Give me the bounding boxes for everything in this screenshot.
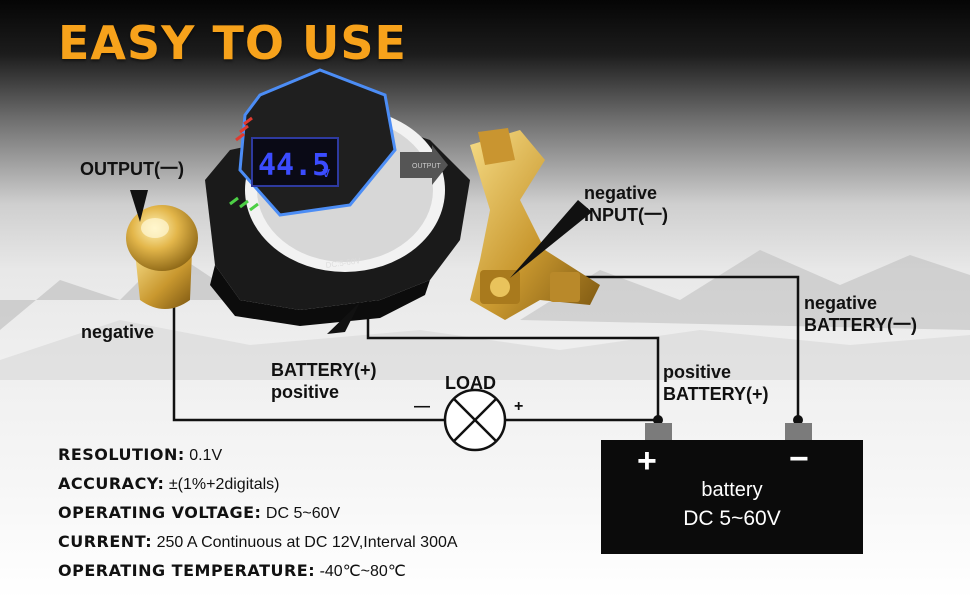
output-arrow-icon bbox=[400, 145, 448, 185]
output-negative-label: OUTPUT(一) bbox=[80, 159, 184, 179]
spec-key: OPERATING TEMPERATURE: bbox=[58, 561, 316, 580]
negative-input-line2: INPUT(一) bbox=[584, 205, 668, 225]
spec-row: OPERATING VOLTAGE: DC 5~60V bbox=[58, 502, 458, 531]
positive-battery-line2: BATTERY(+) bbox=[663, 384, 769, 404]
battery-plus-sign: + bbox=[637, 442, 657, 480]
spec-key: CURRENT: bbox=[58, 532, 153, 551]
voltage-bar-green bbox=[229, 196, 259, 212]
spec-list: RESOLUTION: 0.1V ACCURACY: ±(1%+2digital… bbox=[58, 444, 458, 589]
voltage-bar-red bbox=[235, 116, 253, 142]
pointer-arrows bbox=[130, 190, 592, 334]
battery-minus-sign: − bbox=[789, 440, 809, 478]
battery-plus-line1: BATTERY(+) bbox=[271, 360, 377, 380]
spec-value: 250 A Continuous at DC 12V,Interval 300A bbox=[156, 534, 458, 551]
load-lamp-icon bbox=[443, 388, 507, 452]
battery-plus-node bbox=[653, 415, 663, 425]
output-pointer-arrow bbox=[130, 190, 148, 222]
battery-positive-terminal bbox=[645, 423, 672, 441]
negative-battery-wire bbox=[545, 275, 800, 420]
spec-value: -40℃~80℃ bbox=[319, 563, 406, 580]
spec-value: ±(1%+2digitals) bbox=[168, 476, 280, 493]
battery-disconnect-switch bbox=[205, 68, 470, 326]
headline: EASY TO USE bbox=[58, 16, 407, 70]
negative-battery-line1: negative bbox=[804, 293, 878, 313]
battery-rating: DC 5~60V bbox=[683, 507, 781, 530]
spec-key: OPERATING VOLTAGE: bbox=[58, 503, 262, 522]
output-terminal-post bbox=[126, 205, 198, 309]
spec-value: 0.1V bbox=[189, 447, 223, 464]
battery-minus-node bbox=[793, 415, 803, 425]
negative-battery-line2: BATTERY(一) bbox=[804, 315, 917, 335]
positive-battery-label: positive BATTERY(+) bbox=[663, 361, 769, 405]
spec-value: DC 5~60V bbox=[265, 505, 341, 522]
spec-row: RESOLUTION: 0.1V bbox=[58, 444, 458, 473]
spec-row: CURRENT: 250 A Continuous at DC 12V,Inte… bbox=[58, 531, 458, 560]
spec-key: ACCURACY: bbox=[58, 474, 165, 493]
battery: + − battery DC 5~60V bbox=[601, 440, 863, 554]
device-display-unit: v bbox=[322, 165, 330, 181]
negative-input-label: negative INPUT(一) bbox=[584, 182, 668, 226]
negative-left-label: negative bbox=[81, 322, 155, 342]
load-minus-label: — bbox=[414, 398, 430, 415]
battery-negative-terminal bbox=[785, 423, 812, 441]
spec-key: RESOLUTION: bbox=[58, 445, 185, 464]
wires bbox=[172, 252, 800, 422]
negative-battery-label: negative BATTERY(一) bbox=[804, 292, 917, 336]
spec-row: OPERATING TEMPERATURE: -40℃~80℃ bbox=[58, 560, 458, 589]
positive-battery-line1: positive bbox=[663, 362, 732, 382]
device-display-value: 44.5 bbox=[258, 148, 330, 183]
battery-plus-pointer-arrow bbox=[327, 302, 360, 334]
spec-row: ACCURACY: ±(1%+2digitals) bbox=[58, 473, 458, 502]
input-battery-clamp bbox=[470, 128, 600, 320]
battery-plus-line2: positive bbox=[271, 382, 340, 402]
load-label: LOAD bbox=[445, 373, 496, 393]
battery-plus-label: BATTERY(+) positive bbox=[271, 359, 377, 403]
load-plus-label: + bbox=[514, 398, 524, 415]
battery-label: battery bbox=[701, 479, 763, 501]
negative-wire bbox=[172, 252, 445, 422]
input-pointer-arrow bbox=[510, 200, 592, 278]
negative-input-line1: negative bbox=[584, 183, 658, 203]
device-output-arrow-text: OUTPUT bbox=[412, 163, 442, 170]
